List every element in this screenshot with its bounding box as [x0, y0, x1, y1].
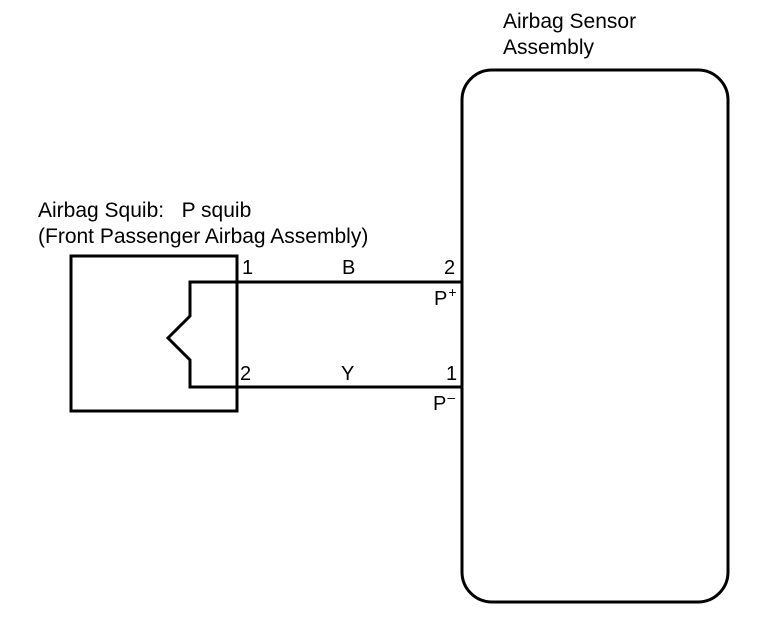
sensor-assembly-box	[460, 68, 730, 604]
terminal-minus-sign: –	[447, 389, 456, 405]
sensor-pin-1: 1	[446, 363, 458, 385]
wire-b-color-code: B	[342, 257, 356, 279]
terminal-plus-sign: +	[448, 284, 457, 300]
terminal-p-plus-letter: P	[434, 288, 448, 310]
wire-y-color-code: Y	[341, 363, 355, 385]
squib-title-line2: (Front Passenger Airbag Assembly)	[38, 225, 369, 248]
terminal-p-minus-letter: P	[433, 393, 447, 415]
squib-pin-1: 1	[242, 257, 254, 279]
squib-title-line1: Airbag Squib: P squib	[38, 199, 252, 222]
squib-pin-2: 2	[240, 363, 252, 385]
squib-box	[69, 254, 239, 413]
squib-element-symbol	[165, 280, 237, 389]
sensor-title-line2: Assembly	[503, 36, 595, 59]
sensor-terminal-p-plus: P+	[434, 284, 457, 311]
sensor-title-line1: Airbag Sensor	[503, 10, 637, 33]
sensor-terminal-p-minus: P–	[433, 389, 455, 416]
sensor-pin-2: 2	[444, 257, 456, 279]
